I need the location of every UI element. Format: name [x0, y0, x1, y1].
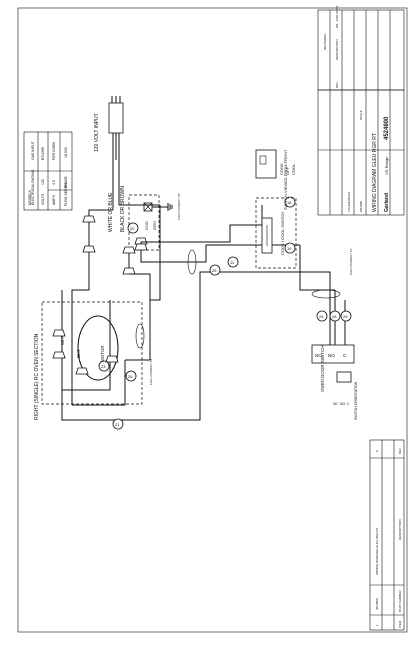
label-grn: GRN	[152, 221, 157, 230]
parts-cell-rev: 0	[375, 450, 379, 452]
label-rev: REV	[335, 82, 339, 88]
table-cell-per-oven: PER OVEN	[52, 141, 56, 160]
label-nc: NC	[315, 353, 322, 358]
label-cook: COOK	[279, 163, 284, 175]
brand-us-range: US Range	[384, 156, 389, 175]
oven-section-box	[41, 301, 143, 405]
label-drawn: DRAWN	[359, 201, 363, 212]
label-orient-nc: NC	[333, 402, 339, 406]
label-dr: DR	[335, 23, 339, 28]
motor-connector-3	[75, 367, 89, 375]
wire-26: 26	[128, 374, 133, 379]
parts-cell-item: 1	[375, 624, 379, 626]
motor-symbol	[77, 315, 119, 381]
label-revisions: REVISIONS	[323, 34, 327, 50]
label-appr: APPR	[335, 5, 339, 14]
motor-connector-4	[105, 355, 119, 363]
label-off: OFF	[285, 166, 290, 175]
label-tolerances: TOLERANCES	[347, 192, 351, 212]
brand-garland: Garland	[384, 193, 390, 212]
label-description: DESCRIPTION	[335, 39, 339, 60]
label-orient-no: NO	[340, 402, 346, 406]
table-group-header: ELECTRICAL RATING	[31, 169, 35, 205]
label-cool: COOL	[291, 163, 296, 175]
motor-connector-1	[52, 329, 66, 337]
label-wht: WHT	[60, 335, 65, 345]
table-cell-18000: 18,000	[64, 147, 68, 158]
table-cell-plrg: PLRG SERIES	[64, 182, 68, 206]
parts-header-description: DESCRIPTION	[398, 519, 402, 540]
wire-21: 21	[115, 422, 120, 427]
parts-header-part-number: PART NUMBER	[398, 590, 402, 612]
title-block: REVISIONS REV DESCRIPTION DR CKD APPR TO…	[317, 5, 405, 216]
table-header-models: MODELS	[28, 190, 32, 205]
motor-connector-2	[52, 351, 66, 359]
wire-number-labels: 20 18 19 25 11 28 29 24 21 26 23	[98, 196, 352, 430]
switch-orientation-icon	[336, 371, 352, 383]
table-cell-volts: 120	[41, 179, 45, 185]
parts-cell-description: WIRING DIAGRAM GLEU RGR RT	[375, 528, 379, 575]
switch-rocker	[259, 155, 267, 165]
drawing-title: WIRING DIAGRAM GLEU RGR RT	[372, 133, 378, 212]
wire-29: 29	[343, 314, 348, 319]
label-switch-viewed: SWITCH VIEWED FROM FRONT	[283, 149, 288, 210]
wiring-lines	[61, 204, 346, 421]
wire-28: 28	[332, 314, 337, 319]
drawing-number: 4524800	[384, 116, 390, 140]
flex-conduit-markers	[135, 249, 341, 349]
label-white-or-blue: WHITE OR BLUE	[108, 192, 114, 232]
label-c: C	[343, 353, 347, 358]
parts-list: ITEM PART NUMBER DESCRIPTION REV 1 45248…	[369, 439, 405, 631]
label-scale: SCALE	[359, 110, 363, 120]
label-oven-door-switch: OVEN DOOR SWITCH	[320, 345, 325, 392]
wire-11: 11	[230, 260, 235, 265]
label-switch-orientation: SWITCH ORIENTATION	[354, 381, 358, 420]
parts-header-rev: REV	[398, 448, 402, 454]
label-blk: BLK	[76, 349, 81, 358]
label-ckd: CKD	[335, 14, 339, 21]
connectors-left	[82, 215, 148, 275]
label-orient-c: C	[347, 402, 350, 406]
label-motor: MOTOR	[100, 345, 105, 362]
label-flex-conduit-24: FLEX CONDUIT 24"	[149, 358, 153, 385]
sheet-border	[17, 7, 408, 633]
label-gnd: GND	[144, 221, 149, 230]
table-cell-amps: 4.5	[52, 180, 56, 185]
wire-23: 23	[101, 364, 106, 369]
label-no: NO	[328, 353, 335, 358]
label-flex-conduit-11: FLEX CONDUIT 11"	[349, 248, 353, 275]
wire-20: 20	[130, 226, 135, 231]
wire-24: 24	[319, 314, 324, 319]
parts-cell-number: 4524800	[375, 598, 379, 610]
wire-18: 18	[287, 200, 292, 205]
table-header-volts: VOLTS	[41, 193, 45, 205]
label-oven-section: RIGHT (SINGLE) RC OVEN SECTION	[34, 333, 40, 420]
table-header-phase: PHASE	[64, 175, 68, 188]
label-black-or-brown: BLACK OR BROWN	[120, 186, 126, 232]
parts-header-item: ITEM	[398, 620, 402, 628]
label-120-volt-input: 120 VOLT INPUT	[94, 113, 100, 152]
power-plug	[108, 96, 124, 210]
table-header-gas: GAS INPUT	[31, 140, 35, 160]
label-flex-conduit-16: FLEX CONDUIT 16"	[177, 193, 181, 220]
cook-cool-switch-box	[255, 197, 297, 269]
wire-19: 19	[287, 246, 292, 251]
electrical-rating-table: MODELS GAS INPUT BTU/HR PER OVEN 18,000 …	[23, 131, 73, 211]
wire-25: 25	[212, 268, 217, 273]
label-cook-cool-switch: COOK / COOL SWITCH	[280, 212, 285, 255]
table-header-amps: AMPS	[52, 194, 56, 205]
oven-door-switch	[311, 344, 355, 364]
table-cell-btu: BTU/HR	[41, 147, 45, 161]
